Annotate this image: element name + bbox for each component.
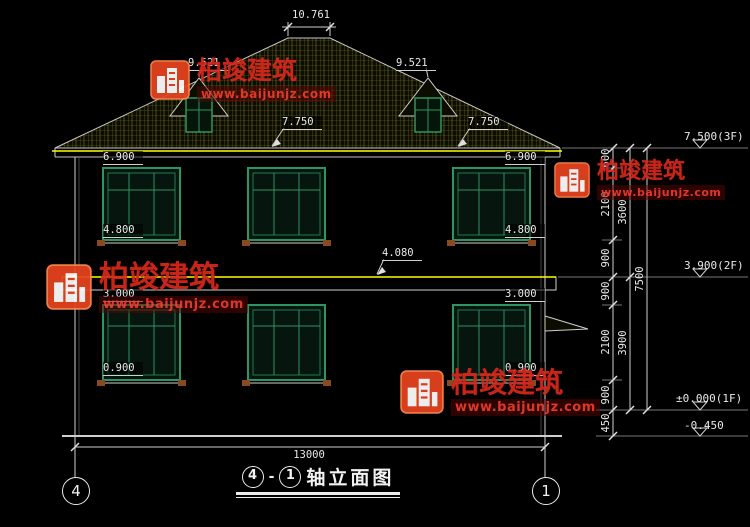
drawing-title: 4 - 1 轴立面图	[234, 463, 402, 490]
bottom-dimension	[70, 436, 550, 477]
dormer-right	[397, 67, 459, 133]
title-text: 轴立面图	[306, 467, 395, 489]
elevation-markers	[691, 139, 709, 437]
watermark-brand: 柏竣建筑	[99, 260, 219, 295]
title-underline-thick	[236, 492, 400, 495]
eave-leaders	[271, 127, 471, 147]
level-mark-1f: ±0.000(1F)	[676, 392, 743, 405]
dim-f2-sill-right: 4.800	[505, 224, 545, 238]
dim-eave-left: 7.750	[282, 116, 322, 130]
window-1f-middle	[242, 304, 331, 386]
dim-f1-sill-right: 0.900	[505, 362, 545, 376]
watermark-brand: 柏竣建筑	[197, 56, 298, 85]
axis-bubble-1: 1	[532, 477, 560, 505]
watermark-brand: 柏竣建筑	[597, 159, 686, 184]
axis-bubble-4: 4	[62, 477, 90, 505]
level-mark-3f: 7.500(3F)	[684, 130, 744, 143]
watermark-url: www.baijunjz.com	[451, 399, 600, 417]
title-axis-end-bubble: 1	[279, 465, 302, 488]
brand-logo-icon	[150, 60, 190, 100]
dim-dormer-right: 9.521	[396, 57, 436, 71]
watermark-left: 柏竣建筑 www.baijunjz.com	[46, 262, 248, 313]
brand-logo-icon	[400, 370, 444, 414]
watermark-url: www.baijunjz.com	[197, 86, 336, 103]
dim-sub-3900: 3900	[617, 330, 629, 356]
ridge-dimension	[282, 22, 336, 36]
brand-logo-icon	[46, 264, 92, 310]
dim-f1-head-right: 3.000	[505, 288, 545, 302]
title-underline-thin	[236, 497, 400, 498]
window-2f-middle	[242, 167, 331, 246]
dim-f2-sill-left: 4.800	[103, 224, 143, 238]
title-separator: -	[268, 468, 275, 485]
dim-seg-450: 450	[600, 413, 612, 433]
dim-dormer-left: 9.521	[188, 57, 228, 71]
dim-f1-sill-left: 0.900	[103, 362, 143, 376]
window-2f-right	[447, 167, 536, 246]
side-canopy	[544, 315, 589, 332]
dim-total-7500: 7500	[634, 266, 646, 292]
watermark-url: www.baijunjz.com	[99, 295, 248, 313]
dim-f2-head-left: 6.900	[103, 151, 143, 165]
level-mark-2f: 3.900(2F)	[684, 259, 744, 272]
watermark-top: 柏竣建筑 www.baijunjz.com	[150, 56, 336, 103]
dim-band-top: 4.080	[382, 247, 422, 261]
dim-seg-2100-b: 2100	[600, 329, 612, 355]
watermark-url: www.baijunjz.com	[597, 185, 726, 201]
band-leader	[376, 258, 386, 275]
title-axis-start-bubble: 4	[241, 465, 264, 488]
watermark-bottom: 柏竣建筑 www.baijunjz.com	[400, 366, 600, 417]
level-mark-ground: -0.450	[684, 419, 724, 432]
dim-overall-width: 13000	[283, 449, 335, 461]
dim-eave-right: 7.750	[468, 116, 508, 130]
dim-seg-900-b: 900	[600, 281, 612, 301]
brand-logo-icon	[554, 162, 590, 198]
watermark-brand: 柏竣建筑	[451, 366, 564, 399]
dim-f2-head-right: 6.900	[505, 151, 545, 165]
watermark-right: 柏竣建筑 www.baijunjz.com	[554, 159, 726, 201]
dim-ridge-height: 10.761	[288, 9, 334, 21]
